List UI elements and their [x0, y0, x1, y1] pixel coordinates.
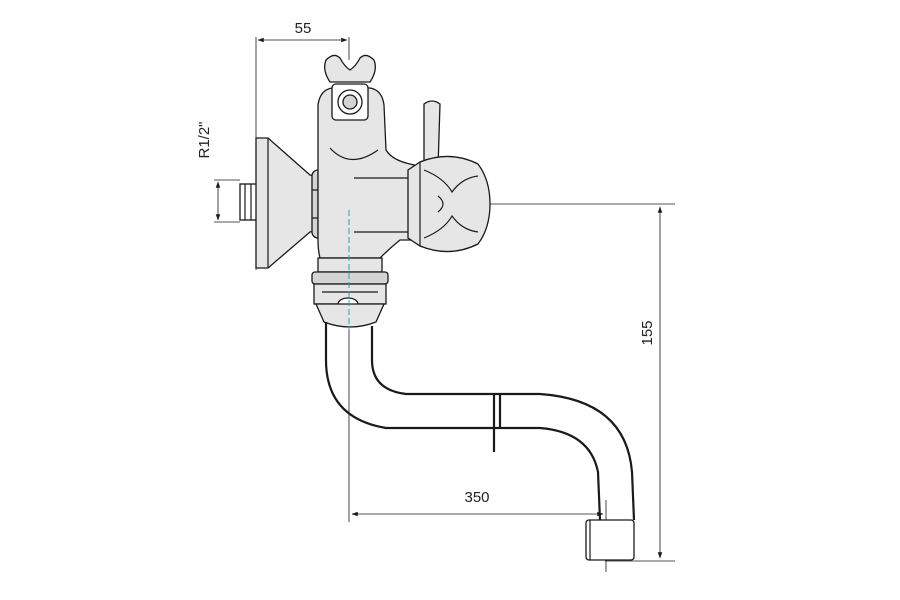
wall-thread-stub: [239, 183, 259, 221]
spout-outlet: [585, 519, 635, 561]
dimension-thread: R1/2": [196, 121, 240, 223]
shower-holder: [324, 54, 376, 121]
spout-pipe: [324, 322, 636, 521]
swivel-coupling: [311, 257, 389, 328]
dimension-155-label: 155: [639, 320, 656, 345]
dimension-55-label: 55: [295, 20, 312, 37]
dimension-350-label: 350: [464, 489, 489, 506]
handwheel-knob: [407, 155, 491, 253]
dimension-thread-label: R1/2": [196, 121, 213, 158]
dimension-350: 350: [348, 300, 607, 572]
